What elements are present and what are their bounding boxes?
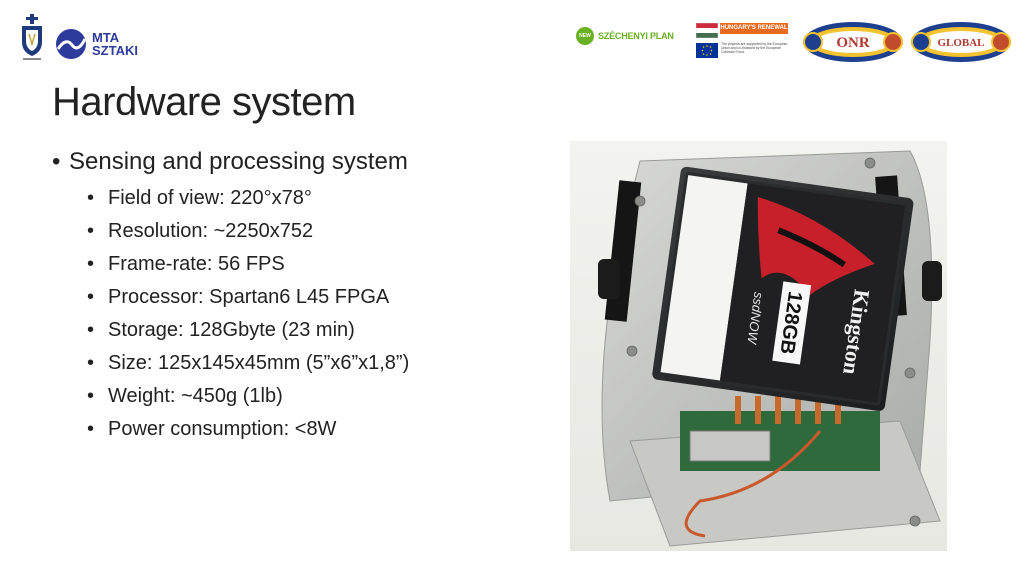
spec-text: Processor: Spartan6 L45 FPGA	[108, 286, 390, 308]
spec-text: Storage: 128Gbyte (23 min)	[108, 319, 355, 341]
bullet-list: • Sensing and processing system • Field o…	[52, 148, 409, 446]
spec-item-field-of-view: • Field of view: 220°x78°	[87, 182, 409, 215]
sztaki-line1: MTA	[92, 30, 120, 45]
hungarys-renewal-logo: HUNGARY'S RENEWAL The projects are suppo…	[696, 23, 788, 60]
spec-text: Size: 125x145x45mm (5”x6”x1,8”)	[108, 352, 410, 374]
onrg-text: GLOBAL	[937, 37, 984, 49]
spec-text: Field of view: 220°x78°	[108, 187, 312, 209]
ssd-model-label: ssdNOW	[744, 291, 766, 346]
section-heading-item: • Sensing and processing system	[52, 148, 409, 176]
hungary-flag-icon	[696, 23, 718, 38]
spec-item-processor: • Processor: Spartan6 L45 FPGA	[87, 281, 409, 314]
spec-item-power: • Power consumption: <8W	[87, 413, 409, 446]
onr-science-technology-logo: ONR	[803, 22, 903, 62]
bullet-icon: •	[87, 418, 95, 440]
bullet-icon: •	[87, 385, 95, 407]
renewal-text: The projects are supported by the Europe…	[721, 42, 788, 54]
onr-text: ONR	[836, 35, 870, 51]
sztaki-line2: SZTAKI	[92, 43, 138, 58]
spec-text: Frame-rate: 56 FPS	[108, 253, 285, 275]
spec-text: Weight: ~450g (1lb)	[108, 385, 283, 407]
spec-item-weight: • Weight: ~450g (1lb)	[87, 380, 409, 413]
bullet-icon: •	[87, 253, 95, 275]
spec-text: Power consumption: <8W	[108, 418, 337, 440]
bullet-icon: •	[87, 187, 95, 209]
section-heading: Sensing and processing system	[69, 148, 408, 175]
spec-item-frame-rate: • Frame-rate: 56 FPS	[87, 248, 409, 281]
renewal-title: HUNGARY'S RENEWAL	[720, 23, 788, 34]
eu-flag-icon	[696, 43, 718, 58]
spec-item-storage: • Storage: 128Gbyte (23 min)	[87, 314, 409, 347]
slide-title: Hardware system	[52, 80, 356, 124]
spec-text: Resolution: ~2250x752	[108, 220, 314, 242]
szechenyi-badge: NEW	[576, 27, 594, 45]
mta-sztaki-logo: MTA SZTAKI	[56, 27, 138, 61]
spec-item-resolution: • Resolution: ~2250x752	[87, 215, 409, 248]
bullet-icon: •	[87, 220, 95, 242]
hardware-photo: 128GB Kingston ssdNOW	[570, 141, 947, 551]
spec-list: • Field of view: 220°x78° • Resolution: ~2…	[52, 182, 409, 446]
university-crest-logo	[22, 14, 42, 60]
sztaki-wave-icon	[56, 29, 86, 59]
szechenyi-plan-logo: NEW SZÉCHENYI PLAN	[576, 27, 674, 45]
bullet-icon: •	[87, 319, 95, 341]
bullet-icon: •	[87, 352, 95, 374]
bullet-icon: •	[52, 148, 61, 175]
onr-global-logo: GLOBAL	[911, 22, 1011, 62]
szechenyi-label: SZÉCHENYI PLAN	[598, 31, 674, 41]
spec-item-size: • Size: 125x145x45mm (5”x6”x1,8”)	[87, 347, 409, 380]
bullet-icon: •	[87, 286, 95, 308]
